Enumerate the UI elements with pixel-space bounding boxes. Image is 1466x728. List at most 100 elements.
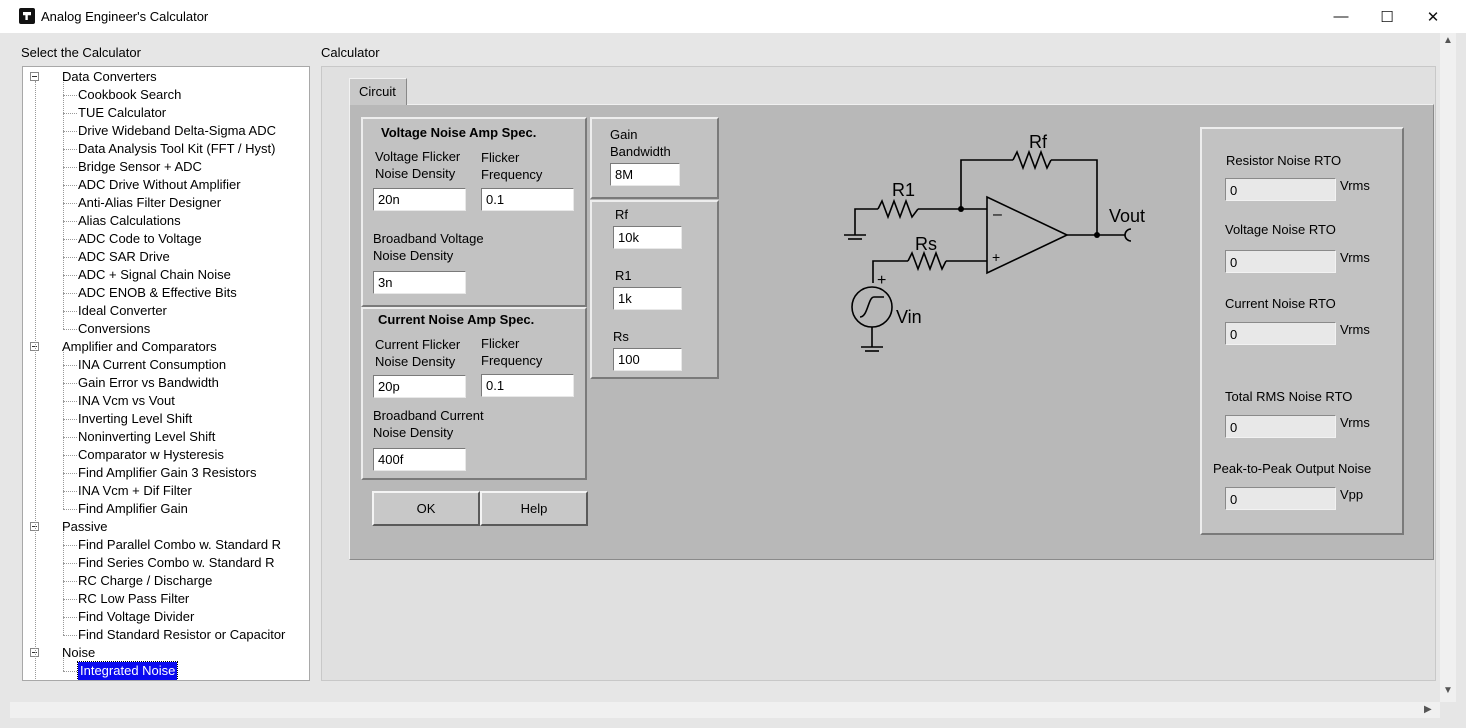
maximize-button[interactable]: ☐ (1380, 8, 1394, 26)
current-flicker-freq-input[interactable]: 0.1 (481, 374, 574, 397)
tree-item[interactable]: Data Analysis Tool Kit (FFT / Hyst) (23, 140, 309, 158)
tree-item[interactable]: Gain Error vs Bandwidth (23, 374, 309, 392)
total-noise-unit: Vrms (1340, 415, 1370, 430)
tree-connector (63, 131, 77, 132)
tree-item[interactable]: ADC + Signal Chain Noise (23, 266, 309, 284)
close-button[interactable]: ✕ (1426, 8, 1440, 26)
broadband-voltage-input[interactable]: 3n (373, 271, 466, 294)
rs-input[interactable]: 100 (613, 348, 682, 371)
tree-connector (63, 455, 77, 456)
tree-item[interactable]: Find Series Combo w. Standard R (23, 554, 309, 572)
tree-group[interactable]: Noise (23, 644, 309, 662)
vin-source (851, 286, 893, 328)
tree-guide (63, 532, 64, 635)
schematic-plus-label: + (992, 249, 1000, 265)
tree-connector (63, 617, 77, 618)
tree-item[interactable]: Inverting Level Shift (23, 410, 309, 428)
tree-connector (63, 545, 77, 546)
tree-item[interactable]: Alias Calculations (23, 212, 309, 230)
tree-item[interactable]: RC Charge / Discharge (23, 572, 309, 590)
tree-item[interactable]: RC Low Pass Filter (23, 590, 309, 608)
horizontal-scrollbar[interactable]: ▶ (10, 702, 1440, 718)
scroll-up-icon[interactable]: ▲ (1443, 35, 1453, 46)
gain-bandwidth-input[interactable]: 8M (610, 163, 680, 186)
current-flicker-freq-label: Flicker Frequency (481, 336, 543, 368)
tree-connector (63, 167, 77, 168)
tree-item[interactable]: Bridge Sensor + ADC (23, 158, 309, 176)
help-button[interactable]: Help (480, 491, 588, 526)
tree-item-label: Find Amplifier Gain 3 Resistors (78, 465, 257, 480)
tree-item[interactable]: INA Vcm vs Vout (23, 392, 309, 410)
rf-input[interactable]: 10k (613, 226, 682, 249)
p2p-noise-output: 0 (1225, 487, 1336, 510)
tree-item[interactable]: Anti-Alias Filter Designer (23, 194, 309, 212)
tree-item[interactable]: Integrated Noise (23, 661, 309, 680)
vertical-scrollbar[interactable]: ▲ ▼ (1440, 33, 1456, 702)
collapse-icon[interactable] (30, 522, 39, 531)
tree-item[interactable]: Find Parallel Combo w. Standard R (23, 536, 309, 554)
tree-group[interactable]: Amplifier and Comparators (23, 338, 309, 356)
scroll-down-icon[interactable]: ▼ (1443, 685, 1453, 696)
tree-guide (63, 352, 64, 509)
minimize-button[interactable]: — (1333, 8, 1349, 25)
tree-item[interactable]: ADC SAR Drive (23, 248, 309, 266)
tree-item[interactable]: Find Amplifier Gain 3 Resistors (23, 464, 309, 482)
collapse-icon[interactable] (30, 342, 39, 351)
voltage-flicker-density-input[interactable]: 20n (373, 188, 466, 211)
collapse-icon[interactable] (30, 648, 39, 657)
tree-group[interactable]: Passive (23, 518, 309, 536)
current-flicker-density-input[interactable]: 20p (373, 375, 466, 398)
rf-resistor (1012, 149, 1052, 171)
tree-item[interactable]: Drive Wideband Delta-Sigma ADC (23, 122, 309, 140)
total-noise-output: 0 (1225, 415, 1336, 438)
tree-item[interactable]: ADC ENOB & Effective Bits (23, 284, 309, 302)
tree-guide (63, 82, 64, 329)
tree-item[interactable]: INA Vcm + Dif Filter (23, 482, 309, 500)
tree-connector (63, 671, 77, 672)
tree-item[interactable]: Ideal Converter (23, 302, 309, 320)
tree-item[interactable]: ADC Drive Without Amplifier (23, 176, 309, 194)
tree-item-label: Noninverting Level Shift (78, 429, 216, 444)
r1-input[interactable]: 1k (613, 287, 682, 310)
tree-item[interactable]: INA Current Consumption (23, 356, 309, 374)
tree-item-label: RC Charge / Discharge (78, 573, 213, 588)
tree-connector (63, 509, 77, 510)
tree-connector (63, 491, 77, 492)
tree-item-label: Anti-Alias Filter Designer (78, 195, 222, 210)
tree-item[interactable]: Find Amplifier Gain (23, 500, 309, 518)
tree-connector (63, 563, 77, 564)
select-calculator-label: Select the Calculator (21, 45, 141, 60)
tree-connector (63, 293, 77, 294)
tree-item-label: Find Amplifier Gain (78, 501, 188, 516)
p2p-noise-unit: Vpp (1340, 487, 1364, 502)
op-amp-schematic: Rf R1 Rs Vout Vin – + + (844, 132, 1145, 352)
tree-connector (63, 185, 77, 186)
tree-item-label: Find Series Combo w. Standard R (78, 555, 275, 570)
tab-circuit[interactable]: Circuit (349, 78, 407, 105)
tree-item-label: ADC SAR Drive (78, 249, 170, 264)
voltage-flicker-freq-input[interactable]: 0.1 (481, 188, 574, 211)
broadband-current-input[interactable]: 400f (373, 448, 466, 471)
tree-item[interactable]: ADC Code to Voltage (23, 230, 309, 248)
tree-item[interactable]: Conversions (23, 320, 309, 338)
tree-connector (63, 239, 77, 240)
tree-connector (63, 203, 77, 204)
tree-item[interactable]: Noninverting Level Shift (23, 428, 309, 446)
tree-group[interactable]: Data Converters (23, 68, 309, 86)
tree-connector (63, 437, 77, 438)
gain-bandwidth-label: Gain Bandwidth (610, 127, 671, 159)
tree-item[interactable]: Find Voltage Divider (23, 608, 309, 626)
tree-item[interactable]: Cookbook Search (23, 86, 309, 104)
tree-item[interactable]: Comparator w Hysteresis (23, 446, 309, 464)
tree-item-label: TUE Calculator (78, 105, 167, 120)
tree-item[interactable]: Find Standard Resistor or Capacitor (23, 626, 309, 644)
tree-item-label: Ideal Converter (78, 303, 167, 318)
scroll-right-icon[interactable]: ▶ (1424, 704, 1432, 715)
ok-button[interactable]: OK (372, 491, 480, 526)
tree-connector (63, 329, 77, 330)
collapse-icon[interactable] (30, 72, 39, 81)
resistor-noise-unit: Vrms (1340, 178, 1370, 193)
voltage-noise-rto-label: Voltage Noise RTO (1225, 222, 1336, 237)
tree-item[interactable]: TUE Calculator (23, 104, 309, 122)
